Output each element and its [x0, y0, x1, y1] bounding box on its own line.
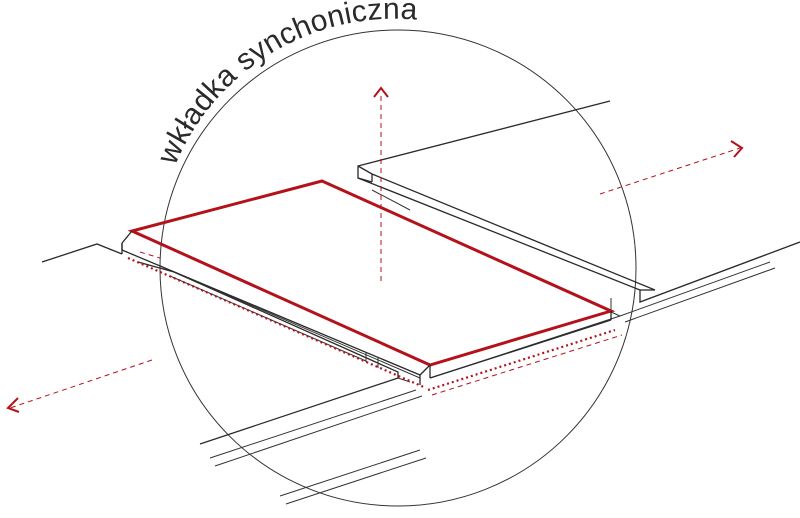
- frame-circle: [159, 29, 637, 507]
- diagram-caption: wkładka synchoniczna: [151, 0, 419, 170]
- synchronous-insert-panel: [121, 179, 623, 396]
- lower-table-leaf: [41, 243, 621, 505]
- lift-arrow: [373, 86, 389, 284]
- extend-right-arrow: [599, 140, 744, 195]
- upper-table-leaf: [357, 100, 800, 323]
- caption-text: wkładka synchoniczna: [151, 0, 419, 170]
- extend-left-arrow: [6, 359, 153, 413]
